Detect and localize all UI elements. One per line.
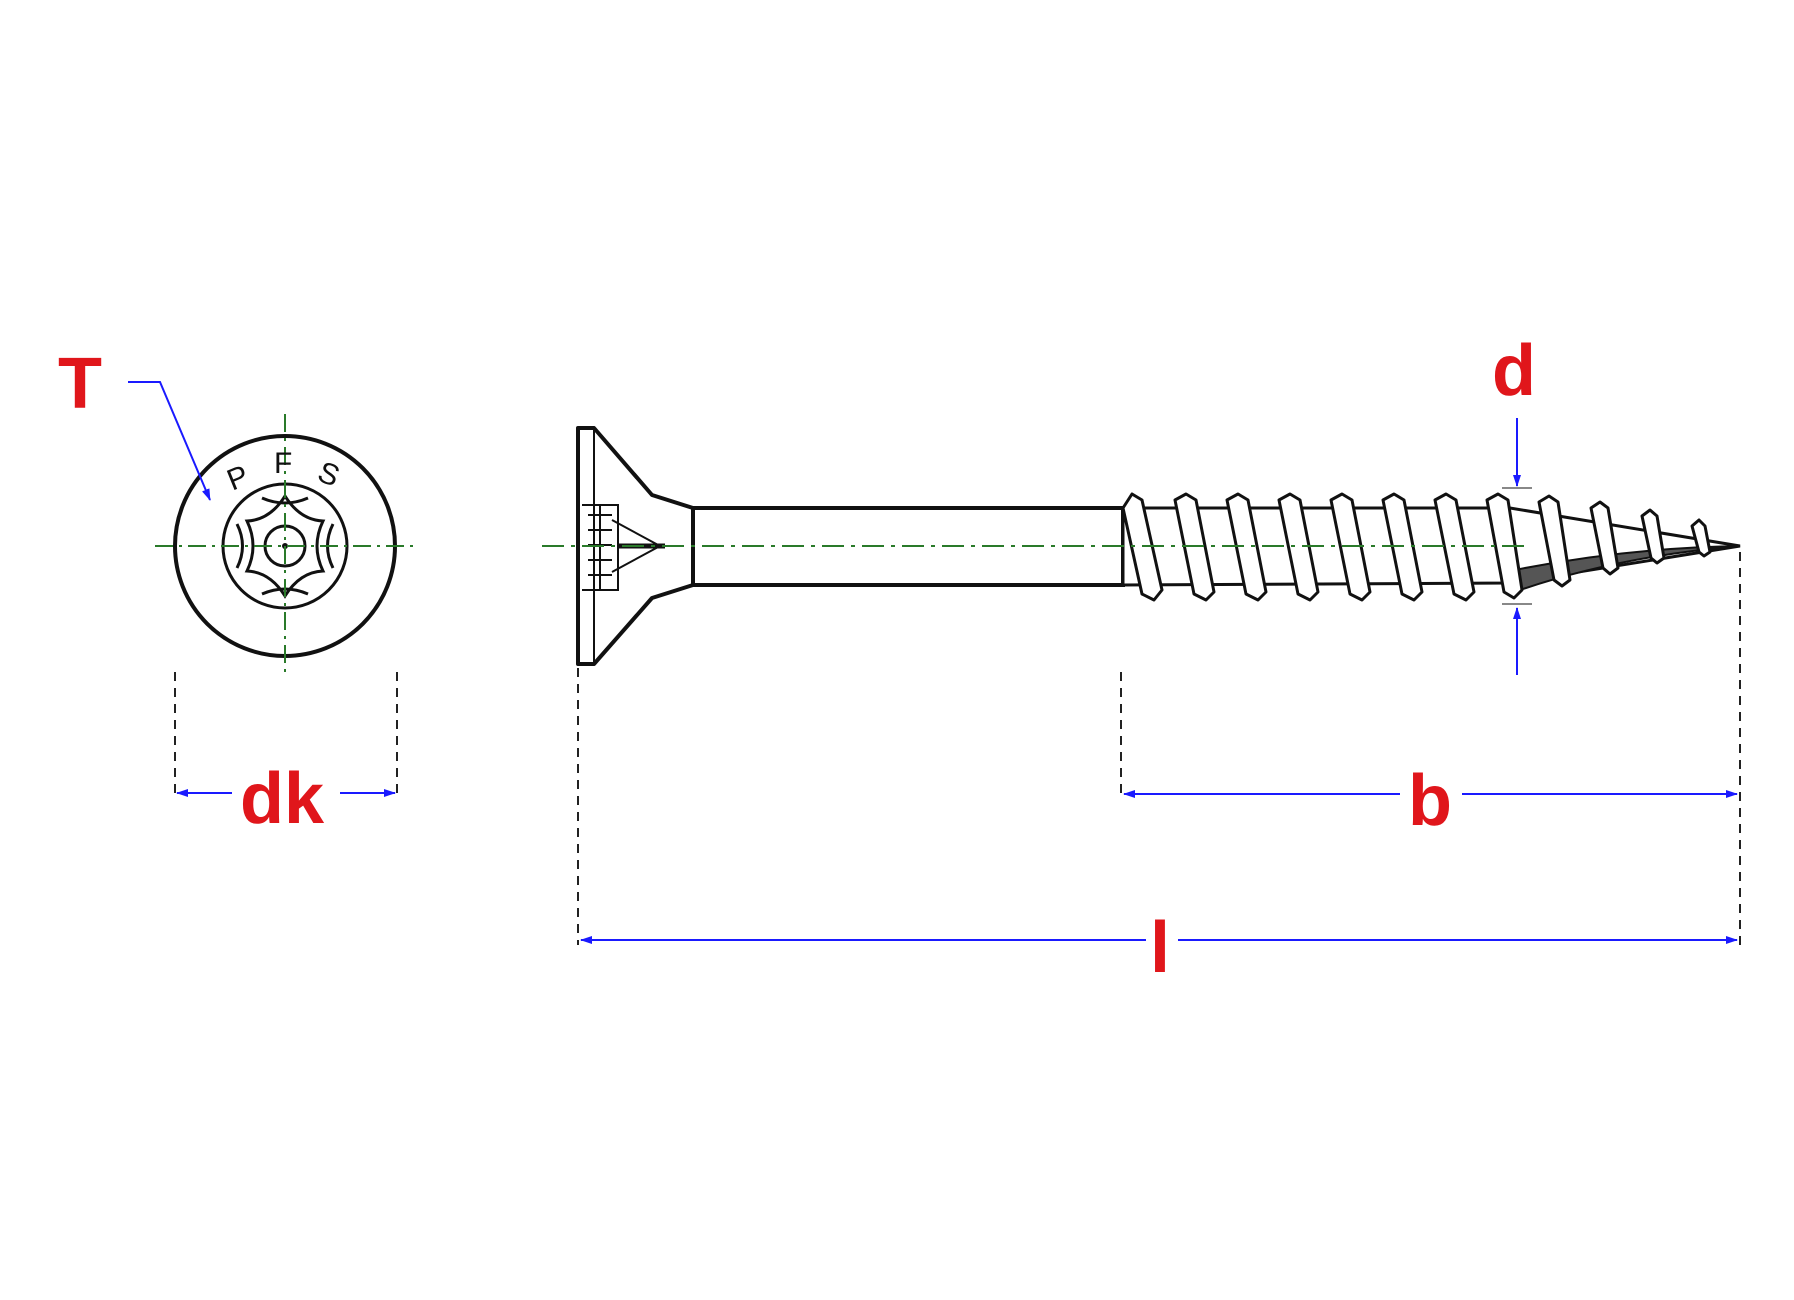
- head-marking-letter: S: [313, 456, 344, 494]
- head-top-view: P F S: [155, 414, 415, 678]
- thread-flight: [1589, 500, 1620, 576]
- thread-flight: [1225, 492, 1268, 602]
- thread-flight: [1690, 518, 1712, 558]
- head-marking-letter: P: [223, 459, 254, 497]
- t-leader-line: [128, 381, 211, 501]
- label-dk: dk: [240, 759, 325, 839]
- label-b: b: [1408, 761, 1452, 841]
- screw-side-view: [542, 426, 1741, 666]
- label-t: T: [58, 344, 102, 424]
- thread-flight: [1640, 508, 1666, 565]
- label-l: l: [1150, 908, 1170, 988]
- thread-flight: [1277, 492, 1320, 602]
- thread-flight: [1537, 494, 1572, 588]
- label-d: d: [1492, 331, 1536, 411]
- head-marking-letter: F: [274, 447, 292, 480]
